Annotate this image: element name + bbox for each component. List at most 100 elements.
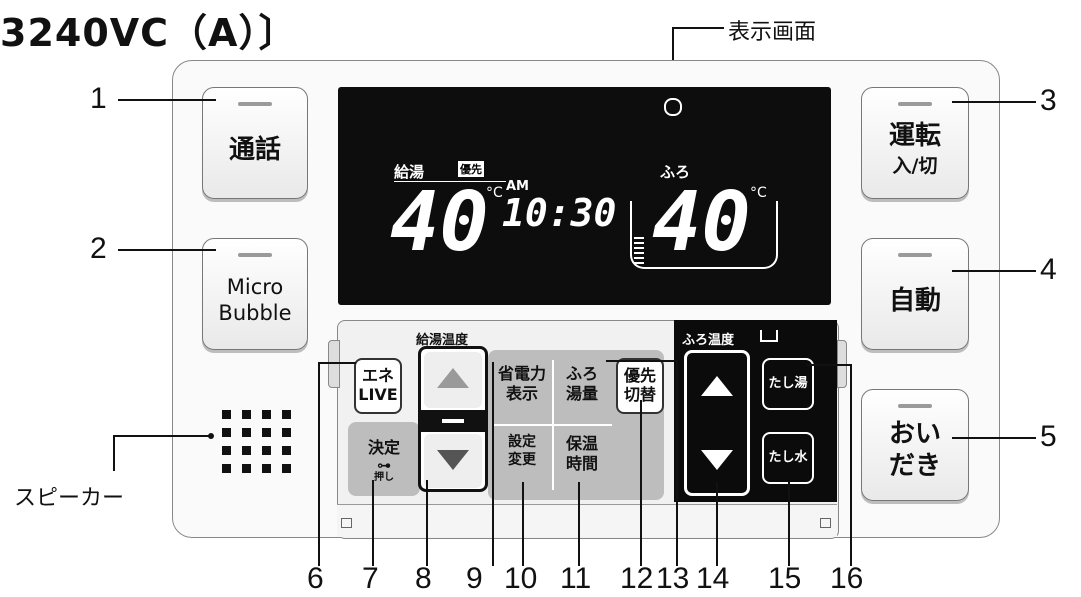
micro-bubble-button[interactable]: Micro Bubble	[202, 238, 308, 350]
callout-10-line	[522, 482, 524, 566]
callout-11-line	[578, 482, 580, 566]
micro-bubble-indicator	[238, 253, 272, 257]
kyuto-down-button[interactable]	[424, 434, 482, 488]
left-hinge	[341, 518, 352, 528]
furo-yuryo-label-1: ふろ	[565, 364, 598, 383]
display-callout-dot	[664, 98, 682, 116]
furo-up-button[interactable]	[690, 356, 744, 416]
speaker-grille-icon	[222, 410, 292, 474]
callout-3-line	[952, 101, 1036, 103]
callout-9-line	[492, 362, 494, 566]
hoon-label-2: 時間	[565, 454, 598, 473]
callout-5-line	[952, 437, 1036, 439]
callout-10: 10	[504, 562, 538, 595]
jido-label: 自動	[888, 286, 941, 316]
settei-label-2: 変更	[508, 451, 536, 468]
tsuwa-button[interactable]: 通話	[202, 87, 308, 199]
clock: 10:30	[502, 191, 617, 235]
callout-1: 1	[90, 82, 107, 115]
hoon-label-1: 保温	[565, 434, 598, 453]
callout-6-line-v	[318, 362, 320, 566]
function-divider-h	[492, 424, 612, 426]
speaker-callout-line-v	[113, 435, 115, 471]
oidaki-label-2: だき	[888, 451, 941, 481]
panel-shelf	[337, 504, 837, 537]
ene-live-button[interactable]: エネ LIVE	[354, 358, 402, 414]
ampm: AM	[506, 179, 529, 194]
kyuto-temp: 40	[390, 175, 489, 270]
yusen-label-2: 切替	[623, 385, 656, 405]
callout-13-line-v	[676, 360, 678, 566]
callout-8-line	[426, 480, 428, 566]
unten-label: 運転	[888, 121, 941, 151]
callout-6: 6	[307, 562, 324, 595]
bubble-label: Bubble	[218, 301, 292, 325]
jido-indicator	[898, 253, 932, 257]
tashi-yu-button[interactable]: たし湯	[762, 358, 814, 410]
display-screen: 給湯 優先 40 °C AM 10:30 ふろ 40 °C	[338, 87, 831, 305]
kyuto-unit: °C	[486, 185, 503, 201]
live-label: LIVE	[358, 385, 398, 405]
shoden-label-1: 省電力	[497, 364, 546, 383]
furo-bath-icon	[760, 330, 778, 342]
kettei-sub-label: 押し	[374, 471, 394, 483]
yusen-badge: 優先	[458, 161, 484, 177]
tashi-mizu-button[interactable]: たし水	[762, 432, 814, 484]
oidaki-button[interactable]: おい だき	[861, 389, 969, 501]
jido-button[interactable]: 自動	[861, 238, 969, 350]
furo-yuryo-label-2: 湯量	[565, 384, 598, 403]
furo-yuryo-button[interactable]: ふろ 湯量	[554, 364, 610, 412]
unten-sub-label: 入/切	[892, 155, 938, 177]
yusen-label-1: 優先	[623, 366, 656, 385]
callout-8: 8	[415, 562, 432, 595]
callout-7-line	[372, 480, 374, 566]
oidaki-label-1: おい	[888, 419, 941, 449]
callout-2: 2	[90, 232, 107, 265]
kyuto-underline	[394, 181, 506, 182]
kyuto-up-button[interactable]	[424, 352, 482, 408]
kettei-group-bg	[348, 422, 420, 496]
water-level-bars	[634, 237, 644, 265]
shoden-label-2: 表示	[505, 384, 538, 403]
bathtub-icon	[630, 201, 778, 269]
callout-4-line	[952, 270, 1036, 272]
callout-14: 14	[696, 562, 730, 595]
settei-button[interactable]: 設定 変更	[494, 434, 550, 482]
callout-12: 12	[620, 562, 654, 595]
minus-icon	[442, 419, 464, 423]
ene-label: エネ	[361, 366, 394, 385]
callout-11: 11	[560, 562, 592, 595]
kettei-button[interactable]: 決定 ⊶ 押し	[356, 438, 412, 494]
unten-button[interactable]: 運転 入/切	[861, 87, 969, 199]
callout-15: 15	[768, 562, 802, 595]
callout-16-line-v	[850, 364, 852, 566]
shoden-button[interactable]: 省電力 表示	[494, 364, 550, 412]
display-callout-line	[672, 27, 724, 29]
hoon-button[interactable]: 保温 時間	[554, 434, 610, 482]
callout-9: 9	[466, 562, 483, 595]
kyuto-label: 給湯	[394, 163, 425, 181]
callout-2-line	[118, 249, 216, 251]
callout-1-line	[118, 99, 216, 101]
kettei-label: 決定	[367, 438, 400, 457]
oidaki-indicator	[898, 404, 932, 408]
callout-14-line	[716, 482, 718, 566]
furo-down-button[interactable]	[690, 430, 744, 490]
left-tab	[328, 340, 340, 388]
furo-temp: 40	[652, 175, 751, 270]
tsuwa-label: 通話	[228, 135, 281, 165]
key-icon: ⊶	[377, 458, 391, 474]
callout-4: 4	[1040, 253, 1057, 286]
up-triangle-icon	[701, 376, 733, 396]
speaker-callout-dot	[208, 433, 214, 439]
display-callout-label: 表示画面	[728, 20, 817, 45]
callout-5: 5	[1040, 420, 1057, 453]
furo-unit: °C	[750, 185, 767, 201]
kyuto-stepper-divider	[420, 410, 486, 432]
callout-3: 3	[1040, 84, 1057, 117]
callout-7: 7	[362, 562, 379, 595]
down-triangle-icon	[437, 450, 469, 470]
furo-ondo-label: ふろ温度	[682, 333, 735, 348]
callout-13-line-h	[606, 360, 676, 362]
callout-16: 16	[830, 562, 864, 595]
